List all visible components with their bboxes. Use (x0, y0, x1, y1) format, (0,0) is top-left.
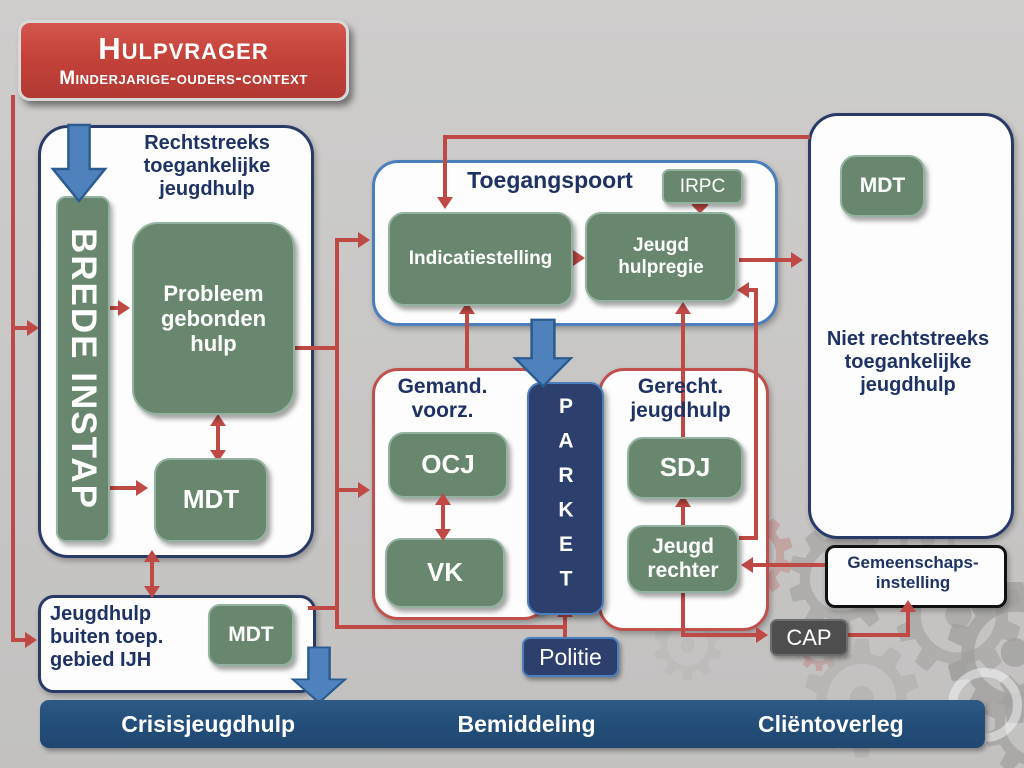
connector-brede-probleem (106, 306, 120, 310)
connector-loop-top (748, 288, 758, 292)
blue-arrow-brede-instap (50, 123, 108, 203)
bottom-bar-item-bemiddeling: Bemiddeling (457, 710, 596, 737)
gemeenschapsinstelling-line1: Gemeenschaps- (847, 553, 979, 572)
arrowhead (435, 493, 451, 505)
arrowhead (358, 482, 370, 498)
arrowhead (435, 529, 451, 541)
arrowhead (437, 197, 453, 209)
connector-loop-bottom (739, 536, 758, 540)
blue-arrow-crisis (290, 646, 348, 704)
connector-sdj-regie (681, 312, 685, 437)
arrowhead (573, 250, 585, 266)
arrowhead (144, 586, 160, 598)
parket-bar: PARKET (527, 382, 604, 615)
connector-rechter-cap-h (681, 633, 757, 637)
toegangspoort-title: Toegangspoort (467, 167, 633, 193)
niet-rechtstreeks-label: Niet rechtstreeks toegankelijke jeugdhul… (826, 328, 990, 396)
rechtstreeks-label: Rechtstreeks toegankelijke jeugdhulp (143, 132, 271, 200)
connector-junction-v (335, 238, 339, 629)
indicatiestelling-box: Indicatiestelling (388, 212, 573, 306)
connector-into-buitenbox (11, 638, 27, 642)
connector-rechter-sdj (681, 505, 685, 525)
connector-rightbox-to-indicatie-v (443, 135, 447, 197)
arrowhead (756, 627, 768, 643)
connector-gemeenschap-rechter (753, 563, 825, 567)
vk-box: VK (385, 538, 505, 608)
mdt-box-right: MDT (840, 155, 925, 217)
arrowhead (25, 632, 37, 648)
connector-hulpvrager-down (11, 95, 15, 642)
gemeenschapsinstelling-box (825, 545, 1007, 608)
arrowhead (210, 414, 226, 426)
brede-instap-bar: BREDE INSTAP (56, 196, 110, 542)
ocj-box: OCJ (388, 432, 508, 498)
probleem-gebonden-hulp-box: Probleem gebonden hulp (132, 222, 295, 415)
cap-box: CAP (770, 619, 848, 656)
connector-rightbox-to-indicatie-h (443, 135, 810, 139)
connector-into-leftbox (11, 326, 29, 330)
connector-loop-v (754, 288, 758, 540)
gerecht-title: Gerecht. jeugdhulp (630, 375, 731, 423)
connector-regie-rightbox (739, 258, 793, 262)
jeugdhulp-buiten-label: Jeugdhulp buiten toep. gebied IJH (50, 603, 164, 671)
blue-arrow-parket (512, 318, 574, 388)
hulpvrager-subtitle: Minderjarige-ouders-context (59, 68, 308, 89)
hulpvrager-title-box: Hulpvrager Minderjarige-ouders-context (18, 20, 349, 101)
gemeenschapsinstelling-line2: instelling (875, 572, 951, 592)
connector-politie-parket (563, 614, 567, 639)
politie-box: Politie (522, 637, 619, 677)
connector-cap-gemeenschap-h (844, 633, 910, 637)
hulpvrager-title: Hulpvrager (98, 31, 269, 66)
bottom-bar-item-crisisjeugdhulp: Crisisjeugdhulp (121, 710, 296, 737)
jeugd-hulpregie-box: Jeugd hulpregie (585, 212, 737, 302)
mdt-box-left: MDT (154, 458, 268, 542)
mdt-box-buiten: MDT (208, 604, 294, 666)
connector-to-toegangspoort (337, 238, 359, 242)
jeugd-rechter-box: Jeugd rechter (627, 525, 739, 593)
connector-bottom-h (335, 625, 567, 629)
connector-rechter-cap-v (681, 593, 685, 637)
connector-buitenbox-link (308, 606, 338, 610)
bottom-bar-item-clientoverleg: Cliëntoverleg (758, 710, 904, 737)
arrowhead (118, 300, 130, 316)
connector-gemand-indicatie (465, 312, 469, 368)
connector-brede-mdt (106, 486, 138, 490)
connector-to-gemand (337, 488, 359, 492)
arrowhead (737, 282, 749, 298)
arrowhead (136, 480, 148, 496)
arrowhead (675, 302, 691, 314)
connector-probleem-mdt (216, 424, 220, 450)
irpc-box: IRPC (662, 169, 743, 204)
bottom-bar: Crisisjeugdhulp Bemiddeling Cliëntoverle… (40, 700, 985, 748)
arrowhead (144, 550, 160, 562)
gemeenschapsinstelling-label: Gemeenschaps- instelling (830, 553, 996, 592)
sdj-box: SDJ (627, 437, 743, 499)
connector-leftbox-buiten (150, 560, 154, 588)
arrowhead (900, 600, 916, 612)
connector-ocj-vk (441, 503, 445, 529)
arrowhead (358, 232, 370, 248)
gemand-title: Gemand. voorz. (397, 375, 488, 423)
connector-probleem-out (295, 346, 339, 350)
connector-cap-gemeenschap-v (906, 610, 910, 637)
arrowhead (27, 320, 39, 336)
arrowhead (791, 252, 803, 268)
arrowhead (741, 557, 753, 573)
